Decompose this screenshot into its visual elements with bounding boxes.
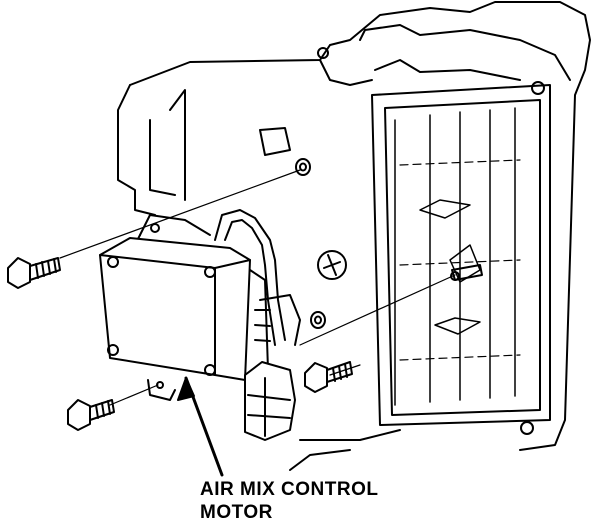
callout-line-1: AIR MIX CONTROL xyxy=(200,479,379,500)
mounting-stud xyxy=(451,265,482,280)
wire-harness xyxy=(215,210,300,345)
washer-icon xyxy=(311,312,325,328)
heater-core xyxy=(372,85,550,425)
heater-housing xyxy=(118,2,590,470)
washer-icon xyxy=(296,159,310,175)
callout-line-2: MOTOR xyxy=(200,502,273,523)
callout-label: AIR MIX CONTROL MOTOR xyxy=(200,478,460,524)
screw-icon xyxy=(305,362,352,392)
arrow-icon xyxy=(178,378,222,475)
motor-connector xyxy=(245,362,295,440)
screw-icon xyxy=(68,400,114,430)
door-shaft xyxy=(318,251,346,279)
air-mix-control-motor xyxy=(100,238,270,380)
leader-lines xyxy=(60,170,455,405)
screw-icon xyxy=(8,258,60,288)
